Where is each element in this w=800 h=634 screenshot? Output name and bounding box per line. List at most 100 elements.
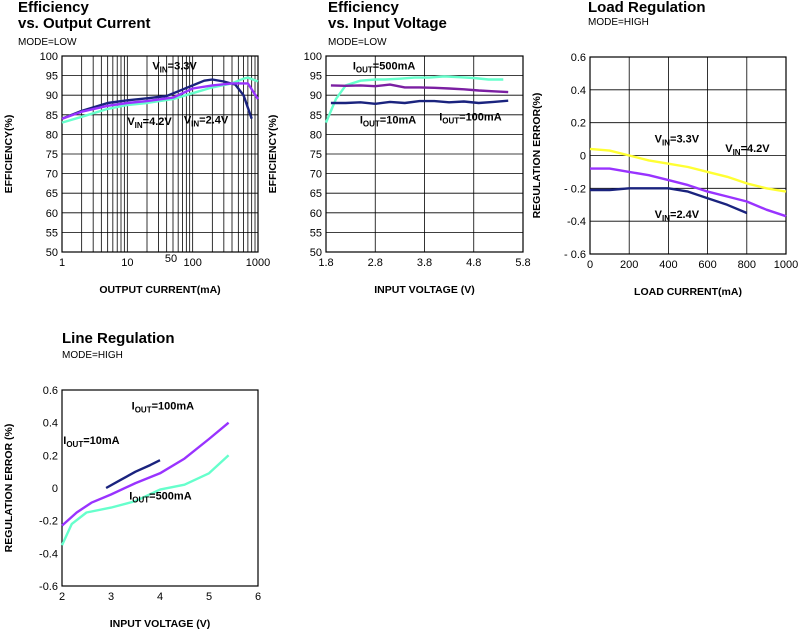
curve-label-value: =10mA	[380, 114, 416, 126]
chart-subtitle: MODE=LOW	[18, 37, 77, 48]
x-axis-label: INPUT VOLTAGE (V)	[110, 618, 211, 630]
curve-label-value: =2.4V	[199, 114, 229, 126]
y-tick-label: 85	[310, 110, 322, 122]
y-tick-label: 60	[310, 208, 322, 220]
x-tick-label: 4.8	[466, 257, 481, 269]
y-axis-label: REGULATION ERROR(%)	[531, 93, 543, 219]
curve-label-subscript: IN	[135, 121, 143, 130]
curve-label: IOUT=100mA	[439, 111, 502, 125]
curve-label-value: =10mA	[83, 435, 119, 447]
y-axis-label: EFFICIENCY(%)	[267, 115, 279, 194]
x-tick-label: 400	[659, 259, 677, 271]
y-axis-label: REGULATION ERROR (%)	[3, 424, 15, 553]
curve-label-subscript: OUT	[363, 119, 380, 128]
curve-label-prefix: I	[129, 490, 132, 502]
x-tick-label: 600	[698, 259, 716, 271]
curve-label-prefix: V	[127, 116, 135, 128]
chart-title: Line Regulation	[62, 330, 175, 347]
y-tick-label: 85	[46, 110, 58, 122]
x-tick-label: 1000	[774, 259, 798, 271]
y-tick-label: 0.4	[571, 85, 586, 97]
y-tick-label: 0	[580, 151, 586, 163]
curve-label-subscript: IN	[733, 148, 741, 157]
series-line-2	[61, 76, 259, 124]
curve-label-prefix: V	[184, 114, 192, 126]
curve-label-prefix: I	[63, 435, 66, 447]
curve-label: IOUT=500mA	[353, 61, 416, 75]
series-line-3	[60, 454, 230, 546]
curve-label: VIN=3.3V	[655, 133, 700, 147]
series-line-3	[61, 82, 260, 120]
curve-label: IOUT=10mA	[63, 435, 119, 449]
x-tick-label: 200	[620, 259, 638, 271]
x-axis-label: LOAD CURRENT(mA)	[634, 286, 742, 298]
curve-label-value: =3.3V	[168, 61, 198, 73]
y-tick-label: 55	[310, 227, 322, 239]
curve-label-prefix: V	[655, 133, 663, 145]
curve-label: IOUT=10mA	[360, 114, 416, 128]
x-tick-label: 100	[183, 257, 201, 269]
y-tick-label: 0.2	[43, 450, 58, 462]
grid	[61, 55, 258, 253]
curve-label-prefix: I	[353, 61, 356, 73]
x-tick-label: 3	[108, 591, 114, 603]
series-line-2	[330, 83, 509, 94]
curve-label-value: =500mA	[373, 61, 416, 73]
series-line-3	[330, 99, 509, 106]
chart-subtitle: MODE=HIGH	[588, 17, 649, 28]
curve-label-value: =4.2V	[741, 143, 771, 155]
x-tick-label: 5	[206, 591, 212, 603]
curve-label: VIN=2.4V	[655, 209, 700, 223]
curve-label-subscript: OUT	[132, 495, 149, 504]
y-tick-label: 100	[304, 51, 322, 63]
chart-title: Load Regulation	[588, 0, 706, 16]
plot-frame	[61, 389, 259, 587]
curve-label-subscript: OUT	[135, 406, 152, 415]
x-axis-label: OUTPUT CURRENT(mA)	[99, 284, 220, 296]
y-tick-label: 0	[52, 483, 58, 495]
x-tick-label: 2.8	[368, 257, 383, 269]
x-tick-label: 1.8	[318, 257, 333, 269]
curve-label-prefix: V	[725, 143, 733, 155]
curve-label-subscript: IN	[160, 66, 168, 75]
x-tick-label: 1000	[246, 257, 270, 269]
series-line-2	[590, 167, 787, 218]
plot-frame	[589, 56, 787, 255]
y-tick-label: 0.6	[571, 52, 586, 64]
y-tick-label: -0.4	[567, 216, 586, 228]
curve-label-value: =100mA	[152, 401, 195, 413]
y-tick-label: 65	[46, 188, 58, 200]
curve-label: VIN=4.2V	[725, 143, 770, 157]
curve-label: VIN=3.3V	[152, 61, 197, 75]
y-tick-label: 70	[46, 169, 58, 181]
y-tick-label: -0.6	[39, 581, 58, 593]
series-line-1	[589, 147, 787, 193]
y-tick-label: 90	[46, 90, 58, 102]
curve-label-subscript: IN	[662, 138, 670, 147]
chart-subtitle: MODE=LOW	[328, 37, 387, 48]
series-line-1	[61, 421, 230, 527]
x-tick-label: 0	[587, 259, 593, 271]
plot-frame	[325, 55, 524, 253]
x-tick-label: 3.8	[417, 257, 432, 269]
x-tick-label: 800	[738, 259, 756, 271]
curve-label-value: =3.3V	[670, 133, 700, 145]
y-tick-label: 100	[40, 51, 58, 63]
y-tick-label: 70	[310, 169, 322, 181]
y-tick-label: 75	[310, 149, 322, 161]
curve-label-subscript: OUT	[356, 66, 373, 75]
y-tick-label: 50	[310, 247, 322, 259]
grid	[589, 56, 787, 255]
series-line-3	[590, 187, 748, 215]
curve-label-value: =100mA	[459, 111, 502, 123]
y-tick-label: 75	[46, 149, 58, 161]
y-tick-label: 0.6	[43, 385, 58, 397]
chart-subtitle: MODE=HIGH	[62, 350, 123, 361]
y-tick-label: 90	[310, 90, 322, 102]
x-tick-label: 5.8	[515, 257, 530, 269]
